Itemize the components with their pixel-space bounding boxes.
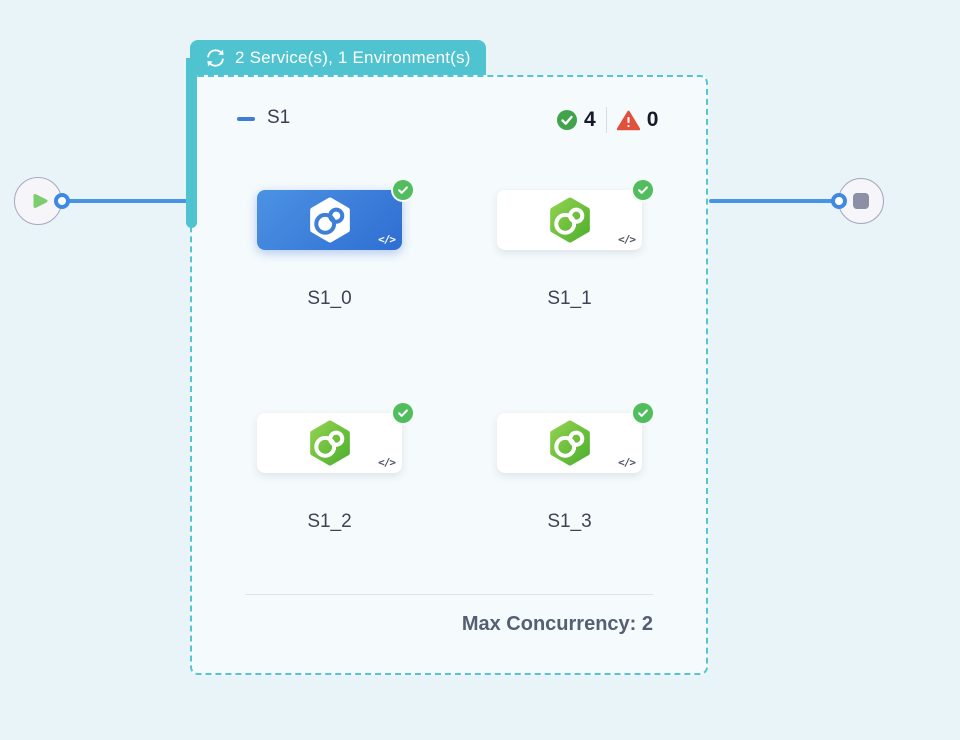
status-divider: [605, 107, 607, 133]
success-check-badge: [631, 178, 655, 202]
services-badge-label: 2 Service(s), 1 Environment(s): [235, 47, 471, 67]
code-icon: </>: [378, 456, 396, 469]
warning-triangle-icon: [616, 110, 640, 130]
harness-hexagon-icon: [549, 420, 590, 466]
services-group-container: [190, 75, 708, 675]
connector-line-left: [61, 199, 187, 203]
stop-icon: [853, 193, 869, 209]
error-filter-chip[interactable]: 0: [616, 108, 659, 132]
collapse-icon[interactable]: [237, 117, 255, 121]
service-card-s1-1[interactable]: </>: [497, 178, 655, 250]
service-card-s1-2[interactable]: </>: [257, 401, 415, 473]
connector-line-right: [709, 199, 835, 203]
harness-hexagon-icon: [309, 197, 350, 243]
harness-hexagon-icon: [309, 420, 350, 466]
cycle-icon: [207, 48, 224, 67]
instance-label: S1_3: [547, 511, 592, 532]
service-card-s1-3[interactable]: </>: [497, 401, 655, 473]
harness-hexagon-icon: [549, 197, 590, 243]
group-title: S1: [267, 107, 291, 128]
service-card-s1-0[interactable]: </>: [257, 178, 415, 250]
status-cluster: 4 0: [557, 104, 658, 136]
check-circle-icon: [557, 110, 577, 130]
services-environments-badge[interactable]: 2 Service(s), 1 Environment(s): [190, 40, 486, 75]
code-icon: </>: [618, 456, 636, 469]
error-count: 0: [646, 108, 659, 131]
max-concurrency-label: Max Concurrency: 2: [461, 613, 653, 635]
instance-label: S1_1: [547, 288, 592, 309]
connector-node-right: [831, 193, 847, 209]
play-icon: [33, 194, 47, 208]
code-icon: </>: [618, 233, 636, 246]
footer-divider: [245, 594, 653, 595]
success-filter-chip[interactable]: 4: [557, 108, 596, 132]
instance-label: S1_0: [307, 288, 352, 309]
connector-node-left: [54, 193, 70, 209]
instance-label: S1_2: [307, 511, 352, 532]
success-count: 4: [584, 108, 596, 131]
group-accent-strip: [186, 58, 197, 228]
code-icon: </>: [378, 233, 396, 246]
success-check-badge: [391, 401, 415, 425]
success-check-badge: [391, 178, 415, 202]
success-check-badge: [631, 401, 655, 425]
